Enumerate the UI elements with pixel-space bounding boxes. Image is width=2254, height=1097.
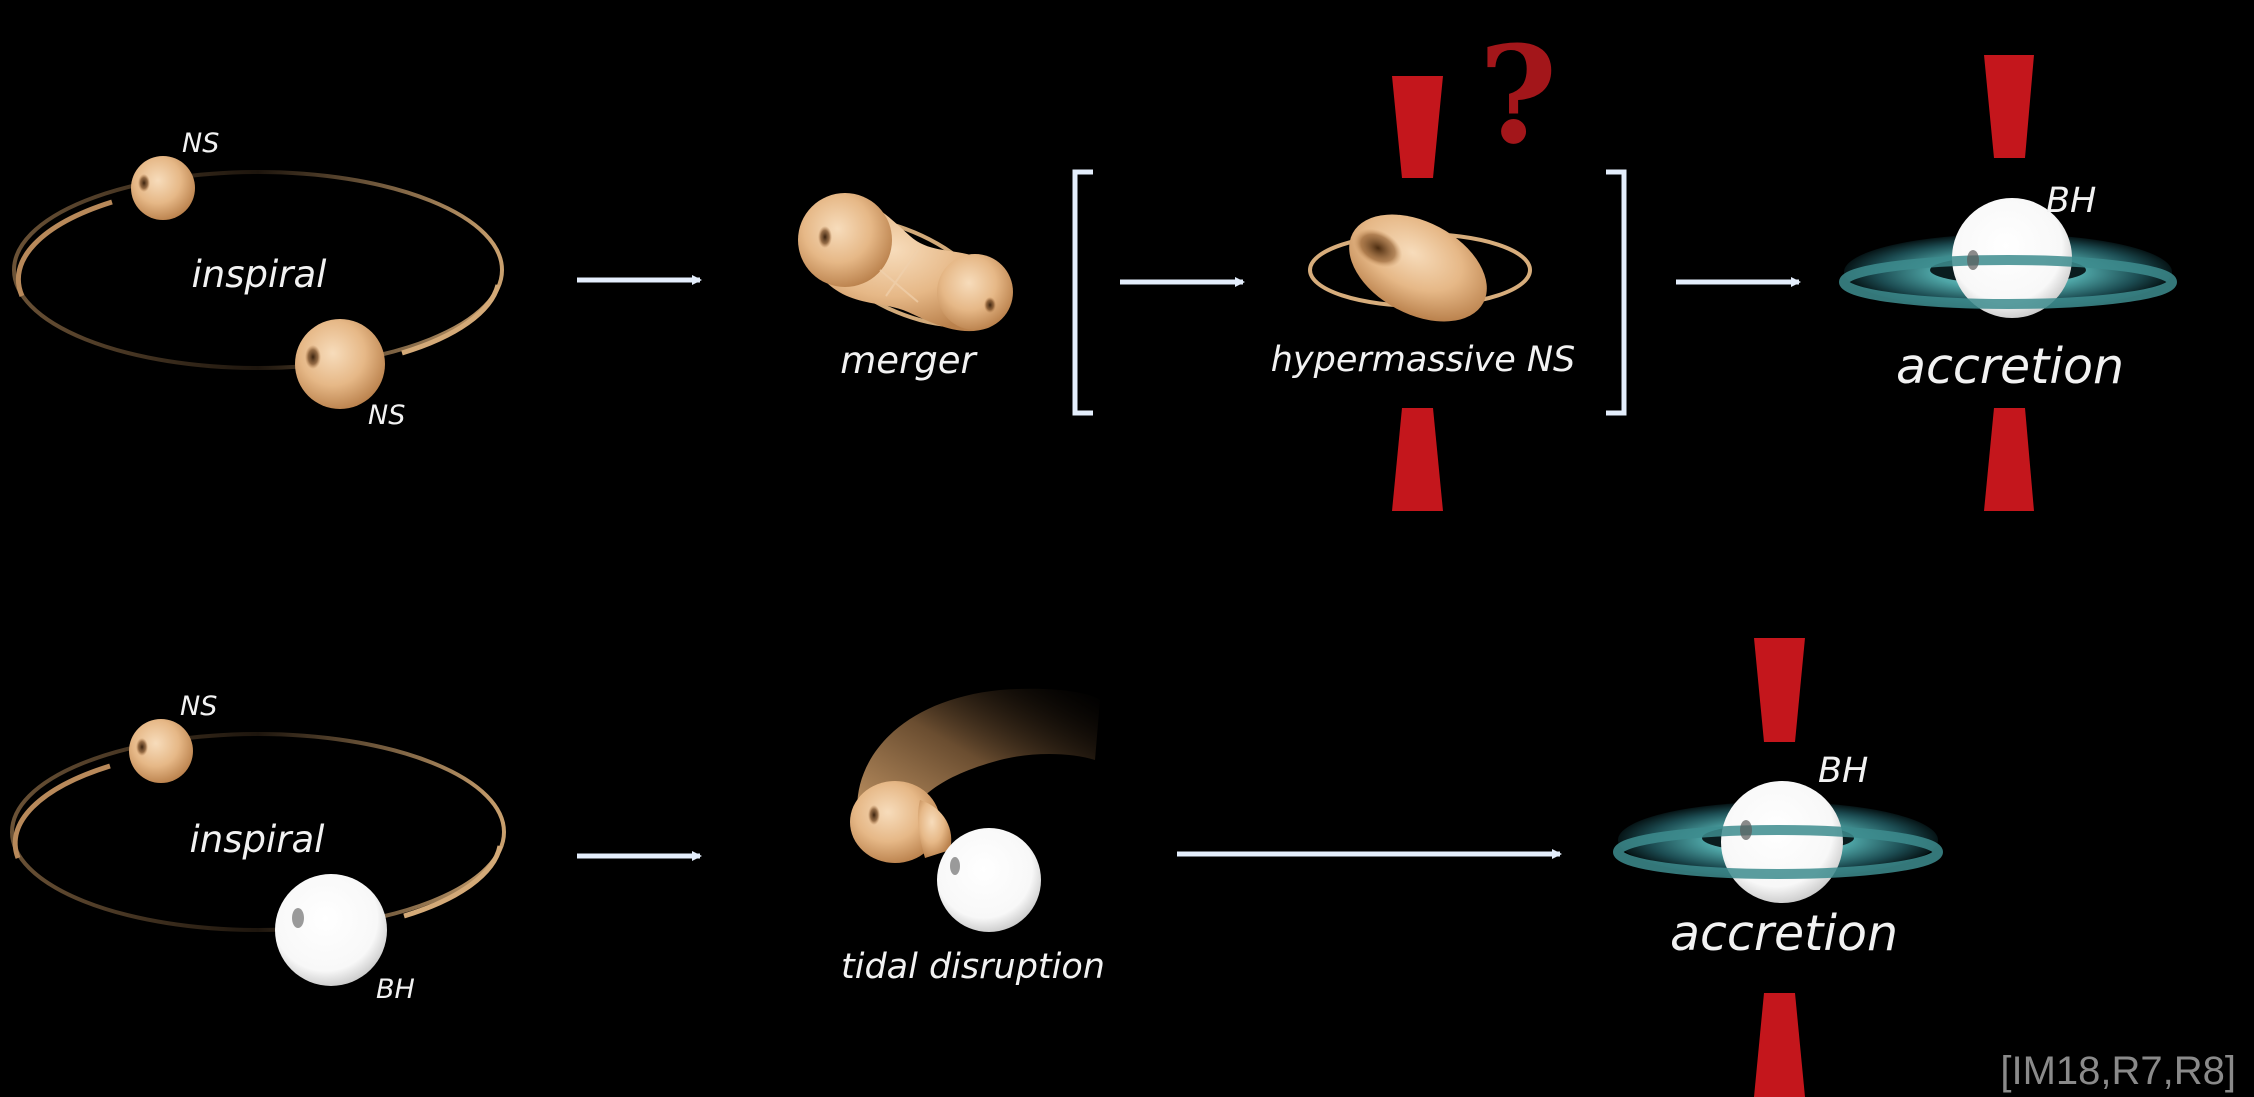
bottom-star-a-label: NS bbox=[180, 691, 217, 722]
top-inspiral-label: inspiral bbox=[192, 253, 328, 296]
bottom-orbit-highlight-left bbox=[15, 766, 110, 858]
bottom-accretion-stage: BH accretion bbox=[1618, 638, 1938, 1097]
star-spot bbox=[868, 805, 880, 825]
black-hole bbox=[1721, 781, 1843, 903]
top-star-a-label: NS bbox=[182, 128, 219, 159]
black-hole bbox=[937, 828, 1041, 932]
star-spot bbox=[305, 345, 321, 369]
star-spot bbox=[1967, 250, 1979, 270]
black-hole bbox=[275, 874, 387, 986]
bottom-remnant-label: BH bbox=[1818, 751, 1868, 791]
star-spot bbox=[136, 738, 148, 756]
jet-down bbox=[1392, 408, 1443, 511]
hmns-stage: ? hypermassive NS bbox=[1271, 16, 1576, 511]
merger-lobe-left bbox=[798, 193, 892, 287]
star-spot bbox=[818, 226, 832, 248]
tidal-disruption-label: tidal disruption bbox=[841, 947, 1105, 987]
tidal-neck bbox=[918, 800, 951, 858]
top-star-b-label: NS bbox=[368, 400, 405, 431]
star-spot bbox=[950, 857, 960, 875]
top-remnant-label: BH bbox=[2046, 181, 2096, 221]
question-mark: ? bbox=[1479, 16, 1558, 174]
star-spot bbox=[292, 908, 304, 928]
jet-up bbox=[1754, 638, 1805, 742]
hypermassive-ns bbox=[1331, 193, 1505, 344]
jet-down bbox=[1754, 993, 1805, 1097]
star-spot bbox=[1740, 820, 1752, 840]
jet-down bbox=[1984, 408, 2034, 511]
bottom-inspiral-label: inspiral bbox=[190, 818, 326, 861]
hmns-label: hypermassive NS bbox=[1271, 340, 1576, 380]
bracket-left bbox=[1075, 172, 1093, 413]
jet-up bbox=[1984, 55, 2034, 158]
bottom-inspiral: NS BH inspiral bbox=[12, 691, 504, 1005]
top-inspiral: NS NS inspiral bbox=[14, 128, 502, 431]
merger-lobe-right bbox=[937, 254, 1013, 330]
merger-stage: merger bbox=[798, 193, 1013, 382]
bracket-right bbox=[1606, 172, 1624, 413]
top-orbit-highlight-left bbox=[18, 202, 112, 296]
star-spot bbox=[138, 174, 150, 192]
bottom-star-b-label: BH bbox=[376, 974, 415, 1005]
star-spot bbox=[984, 297, 996, 313]
jet-up bbox=[1392, 76, 1443, 178]
top-accretion-label: accretion bbox=[1896, 338, 2124, 395]
bottom-accretion-label: accretion bbox=[1670, 905, 1898, 962]
reference-citation: [IM18,R7,R8] bbox=[2000, 1049, 2236, 1093]
tidal-disruption-stage: tidal disruption bbox=[841, 689, 1105, 987]
top-accretion-stage: BH accretion bbox=[1844, 55, 2172, 511]
merger-label: merger bbox=[840, 339, 978, 382]
